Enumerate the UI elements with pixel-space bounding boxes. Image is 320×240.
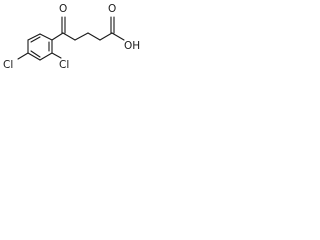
ring-bond-1 (27, 33, 41, 41)
ketone-oxygen-label: O (59, 3, 67, 15)
acid-single-bond (111, 32, 125, 41)
chemical-structure-diagram: O Cl Cl OH O (3, 3, 140, 71)
ring-double-bond-3 (30, 50, 41, 58)
bond-ring-to-cl-ortho (51, 52, 62, 59)
ring-bond-5 (27, 52, 41, 61)
ring-bond-4 (39, 52, 53, 61)
ring-bond-2 (39, 33, 53, 41)
chlorine-ortho-label: Cl (59, 59, 69, 71)
carboxyl-oh-label: OH (124, 40, 140, 52)
bond-ring-to-cl-left (17, 52, 29, 60)
chain-bond-3 (87, 32, 101, 41)
benzene-ring (27, 33, 53, 61)
acid-oxygen-label: O (108, 3, 116, 15)
ring-double-bond-1 (30, 36, 41, 43)
chlorine-left-label: Cl (3, 59, 13, 71)
bond-ring-to-ketone (51, 32, 64, 41)
chain-bond-2 (74, 32, 89, 41)
chain-bond-4 (99, 32, 113, 41)
chain-bond-1 (62, 32, 76, 41)
